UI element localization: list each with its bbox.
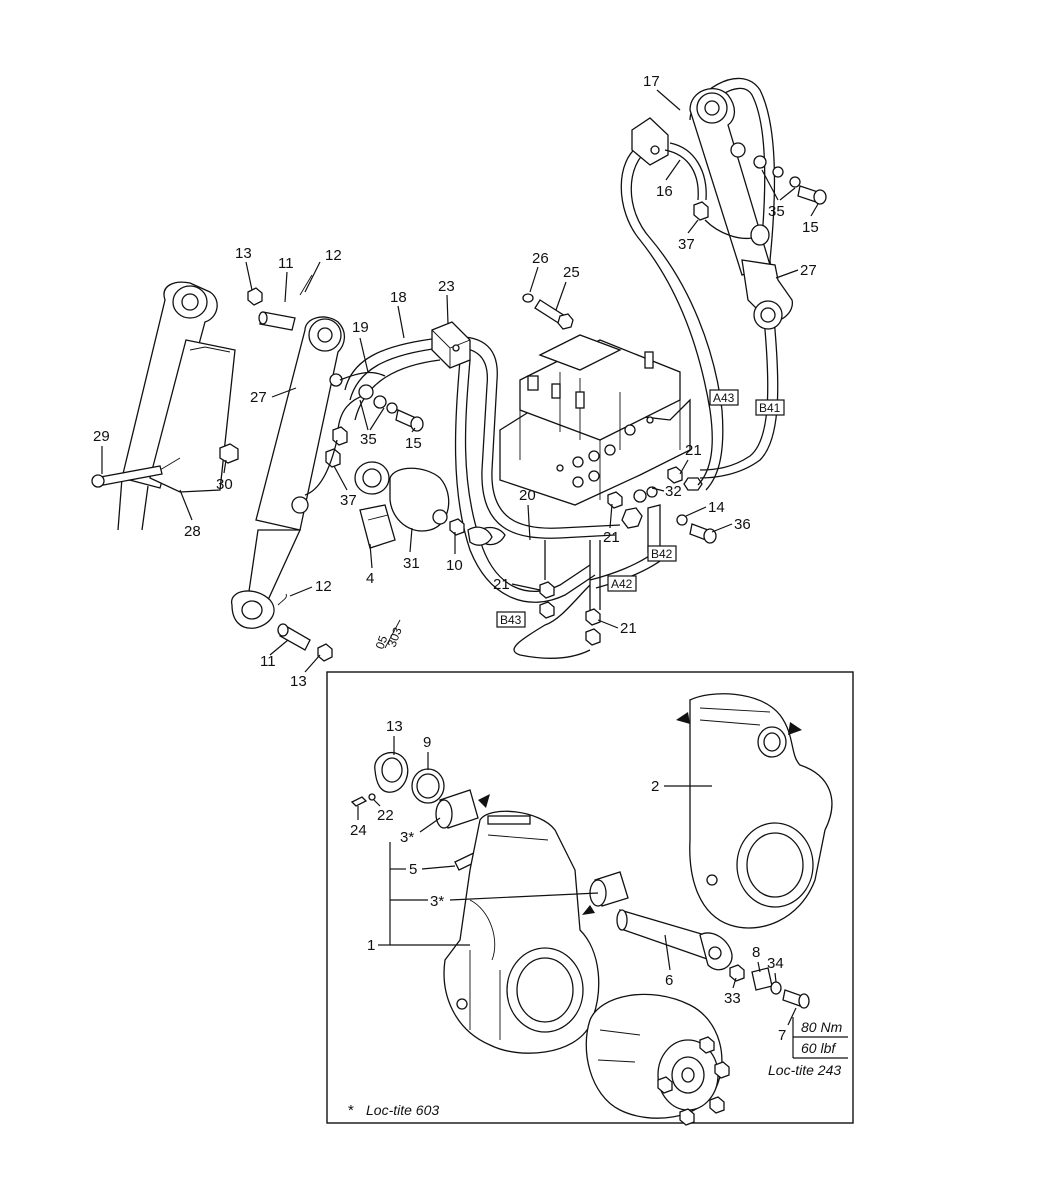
svg-text:21: 21 bbox=[620, 620, 637, 637]
port-tag-a43: A43 bbox=[709, 389, 739, 406]
svg-text:24: 24 bbox=[350, 822, 367, 839]
port-tags: A43 B41 B42 A42 B43 bbox=[496, 389, 785, 628]
svg-text:31: 31 bbox=[403, 555, 420, 572]
drawing-code: 05 303 bbox=[373, 619, 405, 651]
svg-text:28: 28 bbox=[184, 523, 201, 540]
port-tag-b41: B41 bbox=[755, 399, 785, 416]
svg-text:A43: A43 bbox=[713, 391, 735, 405]
svg-text:11: 11 bbox=[278, 255, 294, 272]
inset-frame bbox=[326, 671, 854, 1124]
svg-text:32: 32 bbox=[665, 483, 682, 500]
cylinder-right-assembly bbox=[631, 88, 827, 330]
svg-text:303: 303 bbox=[385, 625, 405, 649]
svg-text:2: 2 bbox=[651, 778, 659, 795]
svg-text:Loc-tite 243: Loc-tite 243 bbox=[768, 1062, 841, 1078]
svg-text:37: 37 bbox=[340, 492, 357, 509]
svg-text:20: 20 bbox=[519, 487, 536, 504]
svg-text:13: 13 bbox=[290, 673, 307, 690]
svg-text:13: 13 bbox=[235, 245, 252, 262]
svg-text:13: 13 bbox=[386, 718, 403, 735]
svg-text:3*: 3* bbox=[430, 893, 444, 910]
svg-text:19: 19 bbox=[352, 319, 369, 336]
svg-text:23: 23 bbox=[438, 278, 455, 295]
port-tag-a42: A42 bbox=[607, 575, 637, 592]
svg-text:B43: B43 bbox=[500, 613, 522, 627]
svg-text:16: 16 bbox=[656, 183, 673, 200]
svg-text:18: 18 bbox=[390, 289, 407, 306]
svg-text:11: 11 bbox=[260, 653, 276, 670]
svg-text:7: 7 bbox=[778, 1027, 786, 1044]
svg-text:3*: 3* bbox=[400, 829, 414, 846]
svg-text:27: 27 bbox=[250, 389, 267, 406]
svg-text:9: 9 bbox=[423, 734, 431, 751]
svg-text:4: 4 bbox=[366, 570, 374, 587]
svg-text:22: 22 bbox=[377, 807, 394, 824]
svg-text:6: 6 bbox=[665, 972, 673, 989]
svg-text:B41: B41 bbox=[759, 401, 781, 415]
svg-text:34: 34 bbox=[767, 955, 784, 972]
svg-text:5: 5 bbox=[409, 861, 417, 878]
svg-text:29: 29 bbox=[93, 428, 110, 445]
svg-text:17: 17 bbox=[643, 73, 660, 90]
svg-text:60 lbf: 60 lbf bbox=[801, 1040, 837, 1056]
loctite-note: * Loc-tite 603 bbox=[348, 1102, 439, 1119]
svg-text:A42: A42 bbox=[611, 577, 633, 591]
port-tag-b43: B43 bbox=[496, 611, 526, 628]
cylinder-left-assembly bbox=[91, 281, 239, 531]
fittings-left bbox=[304, 384, 424, 496]
svg-text:21: 21 bbox=[685, 442, 702, 459]
svg-text:10: 10 bbox=[446, 557, 463, 574]
hoses-18-19 bbox=[337, 321, 621, 603]
inset-parts bbox=[350, 693, 833, 1126]
svg-text:80 Nm: 80 Nm bbox=[801, 1019, 843, 1035]
svg-text:37: 37 bbox=[678, 236, 695, 253]
svg-text:35: 35 bbox=[768, 203, 785, 220]
svg-text:26: 26 bbox=[532, 250, 549, 267]
svg-text:Loc-tite 603: Loc-tite 603 bbox=[366, 1102, 439, 1118]
screw-25 bbox=[522, 293, 574, 330]
svg-text:*: * bbox=[348, 1102, 354, 1119]
svg-text:8: 8 bbox=[752, 944, 760, 961]
svg-text:14: 14 bbox=[708, 499, 725, 516]
svg-text:35: 35 bbox=[360, 431, 377, 448]
svg-text:21: 21 bbox=[603, 529, 620, 546]
svg-text:30: 30 bbox=[216, 476, 233, 493]
svg-text:27: 27 bbox=[800, 262, 817, 279]
svg-text:B42: B42 bbox=[651, 547, 673, 561]
svg-text:25: 25 bbox=[563, 264, 580, 281]
callouts-inset: 13 9 22 24 3* 5 3* 1 2 6 8 34 33 7 bbox=[350, 718, 797, 1044]
svg-text:12: 12 bbox=[315, 578, 332, 595]
svg-text:15: 15 bbox=[405, 435, 422, 452]
torque-spec: 80 Nm 60 lbf Loc-tite 243 bbox=[768, 1017, 848, 1078]
accumulator-31 bbox=[354, 461, 493, 549]
svg-text:33: 33 bbox=[724, 990, 741, 1007]
svg-text:15: 15 bbox=[802, 219, 819, 236]
valve-block bbox=[499, 334, 691, 506]
svg-text:36: 36 bbox=[734, 516, 751, 533]
svg-text:12: 12 bbox=[325, 247, 342, 264]
fittings-right bbox=[539, 466, 717, 646]
port-tag-b42: B42 bbox=[647, 545, 677, 562]
callouts-top: 13 11 12 29 30 28 27 18 19 23 26 25 35 1… bbox=[93, 73, 819, 690]
svg-text:1: 1 bbox=[367, 937, 375, 954]
cylinder-27-assembly bbox=[231, 274, 386, 662]
svg-text:21: 21 bbox=[493, 576, 510, 593]
